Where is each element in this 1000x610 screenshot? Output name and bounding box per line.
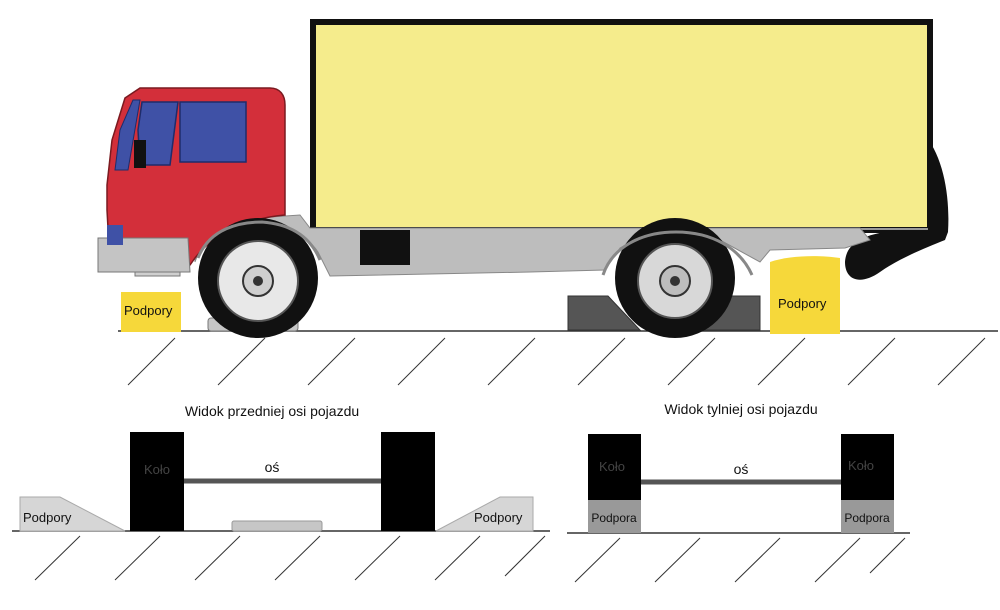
door-window-front bbox=[137, 101, 179, 166]
rear-left-support-label: Podpora bbox=[591, 511, 637, 525]
front-support-block bbox=[121, 292, 181, 332]
front-wheel-arch bbox=[196, 220, 322, 261]
ground-hatching-top bbox=[127, 337, 986, 386]
front-axle-view: Widok przedniej osi pojazdu Podpory Podp… bbox=[12, 403, 550, 581]
truck-side-view: Podpory Podpory bbox=[97, 19, 998, 386]
rear-mudflap bbox=[845, 135, 949, 280]
ground-hatching-rear-axle bbox=[574, 537, 906, 583]
fuel-tank bbox=[360, 230, 410, 265]
rear-support-block bbox=[770, 256, 840, 334]
front-support-label: Podpory bbox=[124, 303, 173, 318]
front-axle-label: oś bbox=[265, 459, 280, 475]
windshield bbox=[114, 99, 141, 171]
rear-axle-title: Widok tylniej osi pojazdu bbox=[664, 401, 817, 417]
cab-bumper bbox=[97, 237, 191, 273]
rear-wheel bbox=[615, 218, 735, 338]
front-right-wheel bbox=[381, 432, 435, 531]
rear-right-wheel-label: Koło bbox=[848, 458, 874, 473]
front-left-wheel bbox=[130, 432, 184, 531]
front-left-ramp-label: Podpory bbox=[23, 510, 72, 525]
rear-right-wheel bbox=[841, 434, 894, 500]
front-right-ramp-label: Podpory bbox=[474, 510, 523, 525]
front-left-wheel-label: Koło bbox=[144, 462, 170, 477]
front-wheel bbox=[198, 218, 318, 338]
rear-left-wheel-label: Koło bbox=[599, 459, 625, 474]
rear-axle-view: Widok tylniej osi pojazdu oś Koło Podpor… bbox=[567, 401, 910, 583]
rear-axle-label: oś bbox=[734, 461, 749, 477]
rear-left-wheel bbox=[588, 434, 641, 500]
door-window-rear bbox=[179, 101, 247, 163]
rear-right-support-label: Podpora bbox=[844, 511, 890, 525]
rear-wheel-arch bbox=[601, 230, 754, 276]
rear-support-label: Podpory bbox=[778, 296, 827, 311]
front-center-support bbox=[231, 520, 323, 532]
cargo-box bbox=[310, 19, 933, 233]
headlight bbox=[107, 225, 123, 245]
rear-right-support bbox=[841, 500, 894, 533]
front-left-ramp bbox=[19, 496, 126, 532]
rear-left-support bbox=[588, 500, 641, 533]
side-mirror bbox=[134, 140, 146, 168]
ground-hatching-front-axle bbox=[34, 535, 546, 581]
front-right-ramp bbox=[435, 496, 534, 532]
front-axle-title: Widok przedniej osi pojazdu bbox=[185, 403, 359, 419]
